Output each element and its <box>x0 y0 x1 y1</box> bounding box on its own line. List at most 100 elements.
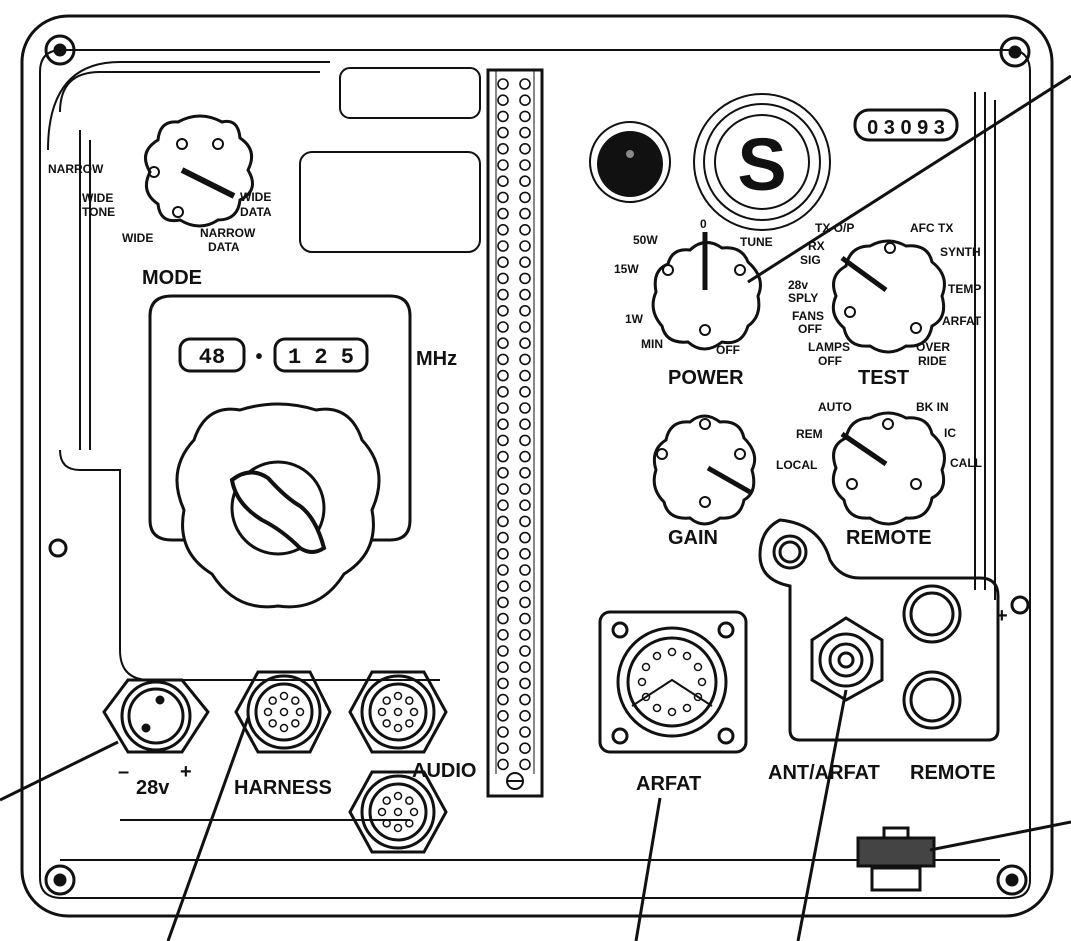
terminal-hole <box>519 126 531 139</box>
terminal-hole <box>519 612 531 625</box>
corner-screws <box>44 34 1031 896</box>
audio-pin <box>393 723 403 733</box>
terminal-hole <box>497 677 509 690</box>
svg-text:–: – <box>118 761 129 783</box>
arfat-pin <box>697 677 707 687</box>
power-in-connector <box>102 678 210 754</box>
svg-text:ARFAT: ARFAT <box>636 773 701 795</box>
harness-connector <box>234 670 332 754</box>
terminal-hole <box>519 337 531 350</box>
svg-text:LOCAL: LOCAL <box>776 458 817 472</box>
terminal-hole <box>519 628 531 641</box>
terminal-hole <box>519 661 531 674</box>
svg-text:OVER: OVER <box>916 340 950 354</box>
audio-pin <box>377 707 387 717</box>
arfat-connector <box>598 610 748 754</box>
terminal-hole <box>519 466 531 479</box>
terminal-hole <box>519 143 531 155</box>
terminal-hole <box>519 175 531 187</box>
harness-pin <box>263 707 273 717</box>
terminal-hole <box>497 288 509 301</box>
audio-pin <box>409 807 419 817</box>
svg-text:1 2 5: 1 2 5 <box>288 345 354 370</box>
terminal-hole <box>519 434 531 447</box>
svg-text:50W: 50W <box>633 233 658 247</box>
terminal-hole <box>497 434 509 447</box>
svg-text:ANT/ARFAT: ANT/ARFAT <box>768 762 880 784</box>
svg-text:AFC TX: AFC TX <box>910 221 953 235</box>
audio-pin <box>393 707 403 717</box>
remote-labels: AUTO BK IN REM IC LOCAL CALL REMOTE <box>776 400 982 549</box>
svg-text:0: 0 <box>700 217 707 231</box>
terminal-hole <box>497 110 509 123</box>
mode-pointer <box>180 167 236 199</box>
svg-text:TONE: TONE <box>82 205 115 219</box>
remote-switch[interactable] <box>831 411 946 526</box>
svg-text:OFF: OFF <box>818 354 842 368</box>
terminal-hole <box>497 304 509 317</box>
terminal-hole <box>497 418 509 431</box>
terminal-hole <box>497 742 509 755</box>
svg-text:48: 48 <box>199 345 225 370</box>
terminal-hole <box>497 515 509 528</box>
svg-text:LAMPS: LAMPS <box>808 340 850 354</box>
svg-text:28v: 28v <box>136 777 170 799</box>
terminal-hole <box>519 677 531 690</box>
audio-pin <box>393 807 403 817</box>
terminal-hole <box>519 78 531 90</box>
harness-pin <box>268 696 277 705</box>
mode-selector[interactable] <box>144 114 254 228</box>
audio-pin <box>382 819 391 828</box>
svg-text:15W: 15W <box>614 262 639 276</box>
test-pointer <box>840 255 888 293</box>
terminal-hole <box>519 758 531 771</box>
svg-text:TUNE: TUNE <box>740 235 773 249</box>
terminal-hole <box>497 207 509 220</box>
svg-text:SIG: SIG <box>800 253 821 267</box>
terminal-hole <box>497 709 509 722</box>
serial-plate: 0 3 0 9 3 <box>853 108 959 142</box>
meter-symbol: S <box>737 123 786 206</box>
blank-plates <box>299 67 481 253</box>
audio-pin <box>405 819 414 828</box>
arfat-pin <box>682 651 692 661</box>
screw-icon <box>48 538 68 558</box>
terminal-hole <box>519 207 531 220</box>
svg-text:AUTO: AUTO <box>818 400 852 414</box>
terminal-hole <box>497 402 509 414</box>
remote-title: REMOTE <box>846 527 932 549</box>
remote-pointer <box>840 431 888 467</box>
svg-text:WIDE: WIDE <box>122 231 153 245</box>
tuning-knob[interactable] <box>175 402 381 609</box>
arfat-pin <box>667 707 677 717</box>
terminal-hole <box>519 693 531 706</box>
terminal-hole <box>497 337 509 350</box>
audio-pin <box>405 796 414 805</box>
terminal-hole <box>519 499 531 512</box>
svg-text:DATA: DATA <box>240 205 272 219</box>
arfat-pin <box>667 647 677 657</box>
terminal-hole <box>519 483 531 495</box>
harness-pin <box>291 719 300 728</box>
power-switch[interactable] <box>651 232 762 351</box>
frequency-unit: MHz <box>416 348 457 370</box>
terminal-hole <box>519 288 531 301</box>
terminal-hole <box>519 321 531 333</box>
test-switch[interactable] <box>831 239 946 354</box>
terminal-hole <box>497 693 509 706</box>
gain-pointer <box>706 465 752 495</box>
arfat-pin <box>693 692 703 702</box>
test-title: TEST <box>858 367 909 389</box>
leader-lines <box>0 74 1071 941</box>
svg-text:CALL: CALL <box>950 456 982 470</box>
screw-icon <box>1010 595 1030 615</box>
terminal-hole <box>519 240 531 252</box>
svg-text:DATA: DATA <box>208 240 240 254</box>
terminal-hole <box>519 645 531 657</box>
audio-connector-upper <box>348 670 448 754</box>
gain-knob[interactable]: GAIN <box>652 414 757 549</box>
svg-text:OFF: OFF <box>716 343 740 357</box>
screw-icon <box>44 34 76 66</box>
svg-text:ARFAT: ARFAT <box>942 314 982 328</box>
